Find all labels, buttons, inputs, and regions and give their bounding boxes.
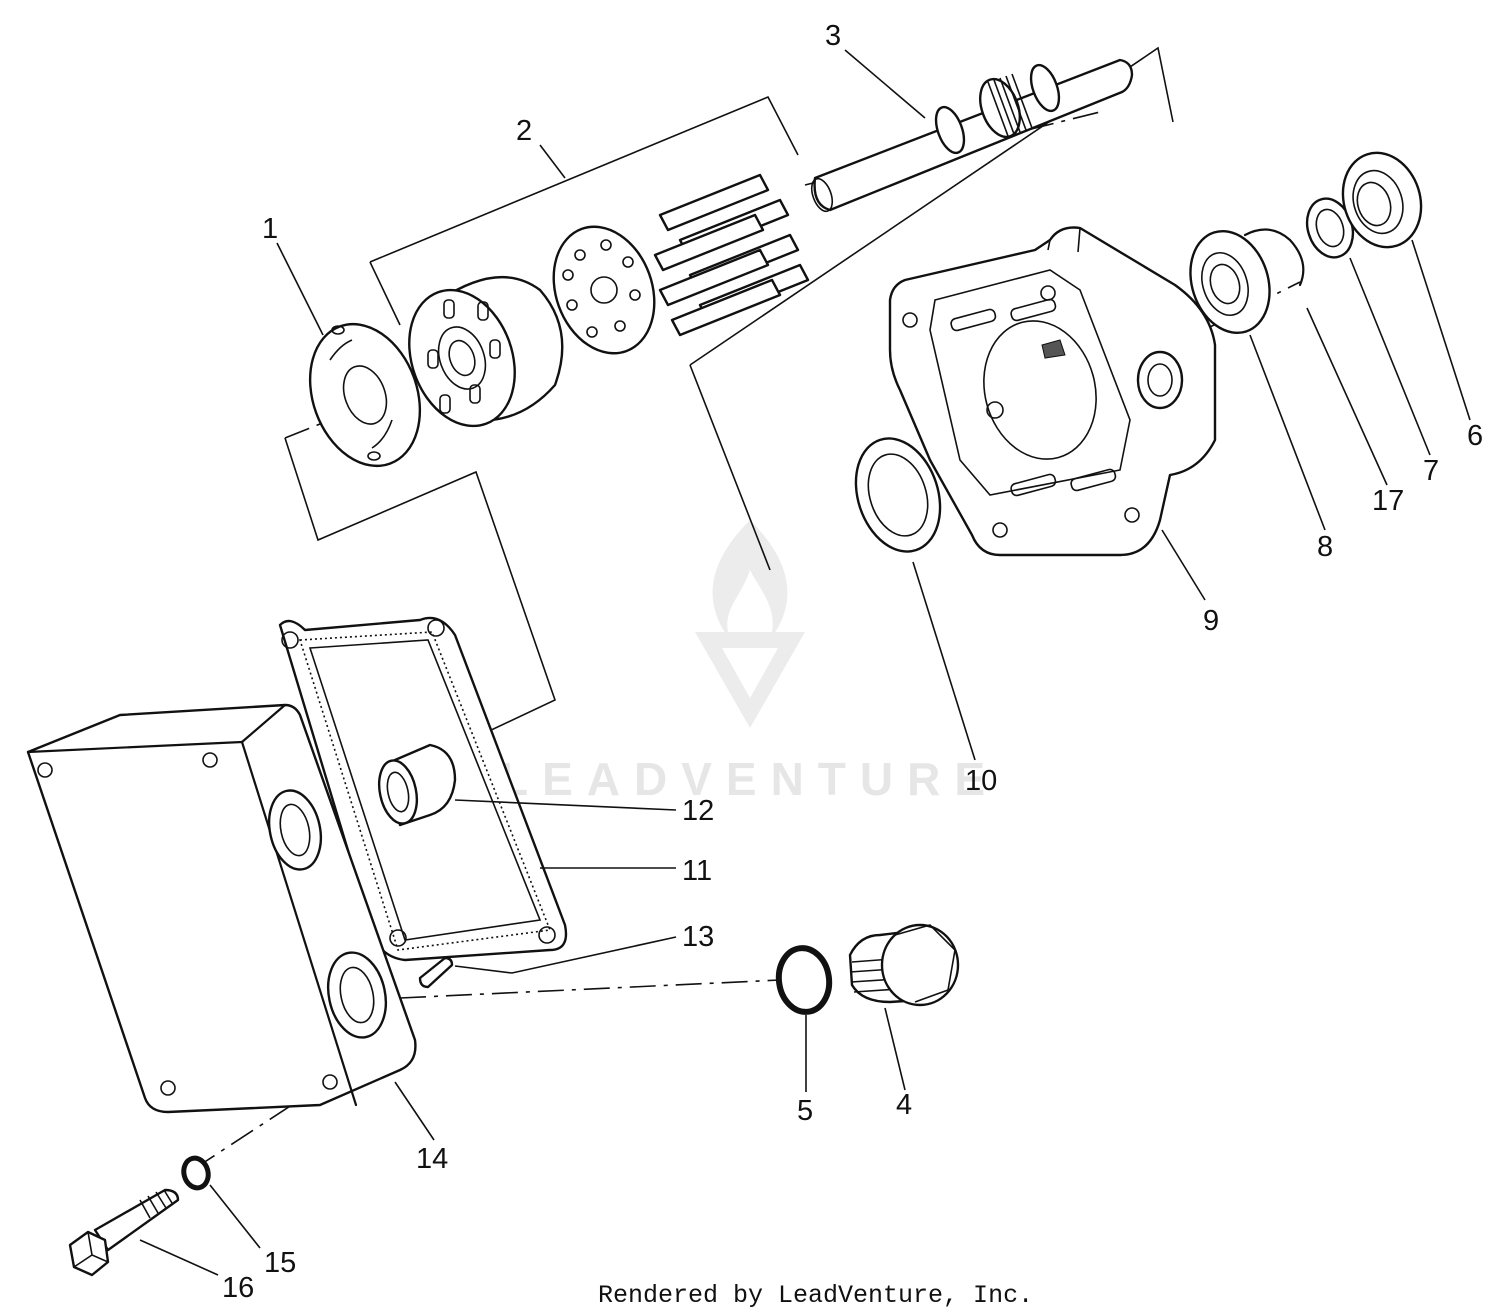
part-14-end-cover <box>26 703 417 1114</box>
callout-5: 5 <box>797 1095 813 1127</box>
callout-15: 15 <box>264 1247 296 1279</box>
callout-2: 2 <box>516 115 532 147</box>
bracket-lines <box>284 46 1174 741</box>
callout-12: 12 <box>682 795 714 827</box>
part-5-o-ring <box>775 945 833 1015</box>
callout-9: 9 <box>1203 605 1219 637</box>
part-9-housing <box>888 226 1217 557</box>
part-1-port-plate <box>308 322 422 468</box>
callout-1: 1 <box>262 213 278 245</box>
leader-lines <box>139 49 1471 1276</box>
part-8-bearing <box>1189 229 1271 335</box>
callout-labels: 1 2 3 4 5 6 7 8 9 10 11 12 13 14 15 16 1… <box>222 20 1483 1304</box>
watermark-v-icon <box>695 632 805 728</box>
callout-13: 13 <box>682 921 714 953</box>
callout-8: 8 <box>1317 531 1333 563</box>
watermark-text: LEADVENTURE <box>500 753 999 805</box>
part-10-thrust-washer <box>854 437 942 553</box>
part-3-shaft <box>810 58 1134 213</box>
part-2-rotating-group <box>408 173 810 428</box>
callout-17: 17 <box>1372 485 1404 517</box>
callout-4: 4 <box>896 1089 912 1121</box>
callout-7: 7 <box>1423 455 1439 487</box>
credit-footer: Rendered by LeadVenture, Inc. <box>598 1281 1033 1310</box>
callout-11: 11 <box>682 855 712 887</box>
part-16-bolt <box>68 1188 180 1277</box>
callout-6: 6 <box>1467 420 1483 452</box>
part-17-snap-ring <box>1243 228 1305 287</box>
part-12-bushing <box>377 743 457 827</box>
callout-16: 16 <box>222 1272 254 1304</box>
part-13-dowel-pin <box>418 956 454 989</box>
callout-14: 14 <box>416 1143 448 1175</box>
part-15-lock-washer <box>181 1155 211 1191</box>
part-4-plug <box>848 923 960 1007</box>
callout-3: 3 <box>825 20 841 52</box>
watermark-flame-icon <box>712 520 788 640</box>
callout-10: 10 <box>965 765 997 797</box>
watermark: LEADVENTURE <box>500 520 999 805</box>
part-6-shaft-seal <box>1341 151 1423 249</box>
pistons <box>653 173 810 337</box>
